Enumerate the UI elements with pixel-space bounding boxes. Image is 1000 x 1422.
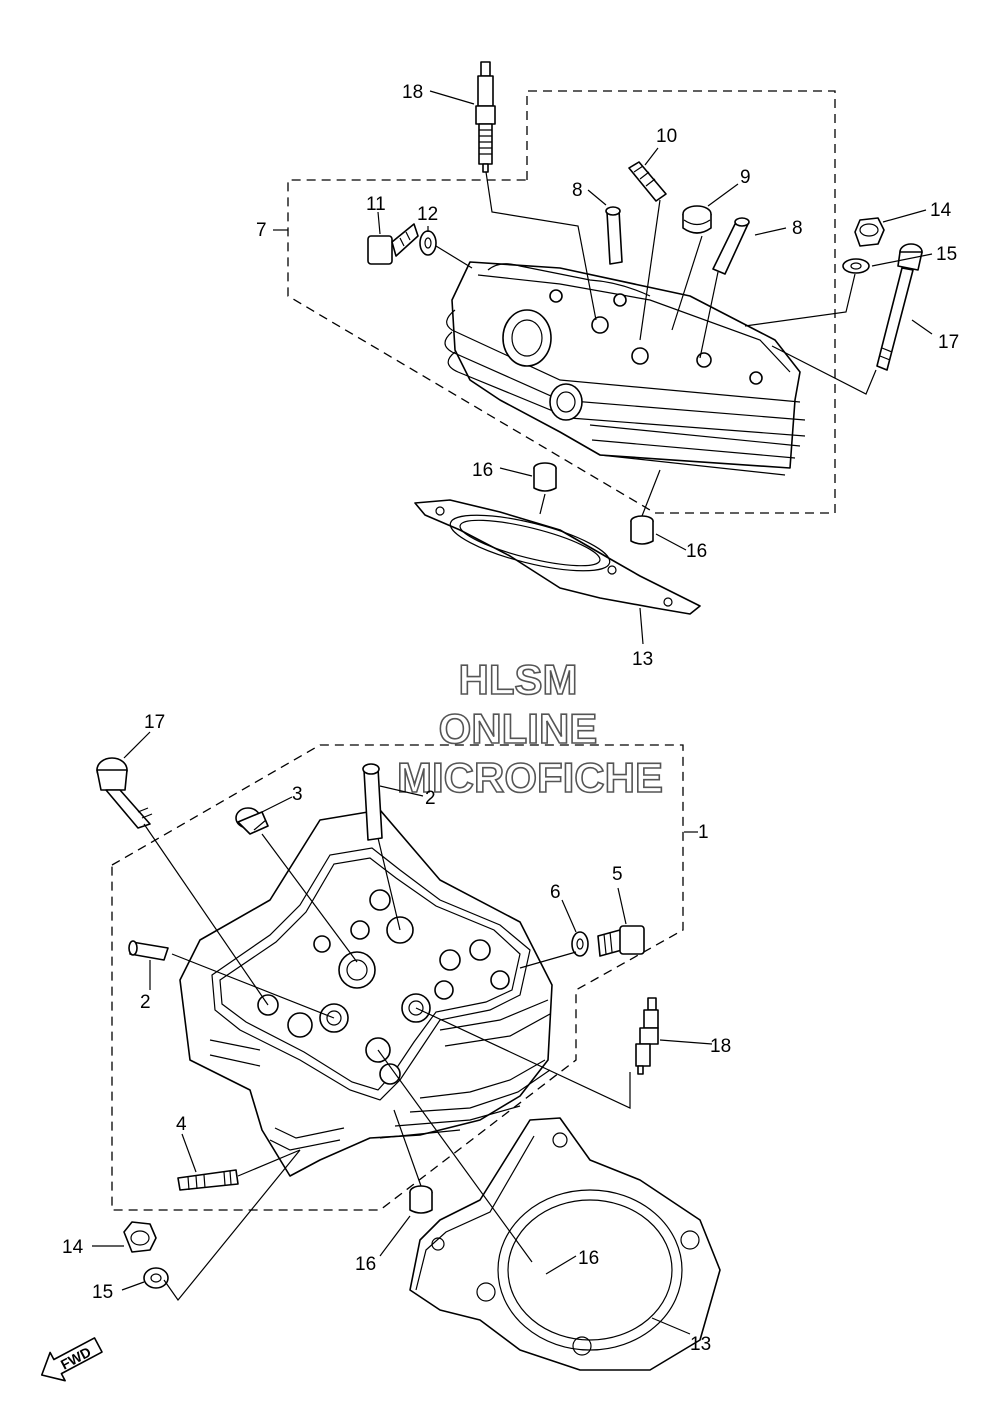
head-gasket-bottom (409, 1117, 721, 1371)
callout-12-top: 12 (417, 204, 438, 225)
watermark-line-3: MICROFICHE (397, 754, 663, 801)
callout-15-bottom: 15 (92, 1282, 113, 1303)
callout-13-bottom: 13 (690, 1334, 711, 1355)
dowel-pin-2-left (128, 940, 169, 961)
callout-5-bottom: 5 (612, 864, 623, 885)
callout-2a-bottom: 2 (425, 788, 436, 809)
callout-11-top: 11 (366, 194, 386, 215)
bottom-leader-lines (92, 731, 713, 1335)
callout-15-top: 15 (936, 244, 957, 265)
dowel-16-top-b (630, 515, 654, 545)
nut-14-bottom (123, 1221, 157, 1253)
callout-10-top: 10 (656, 126, 677, 147)
plug-9 (682, 205, 712, 234)
bolt-17-bottom (96, 757, 153, 829)
callout-14-bottom: 14 (62, 1237, 84, 1258)
nut-14-top (854, 217, 885, 247)
callout-16b-bottom: 16 (578, 1248, 599, 1269)
dowel-pin-8a (605, 206, 623, 265)
callout-8a-top: 8 (572, 180, 583, 201)
bolt-5 (597, 925, 645, 957)
watermark: HLSM ONLINE MICROFICHE (396, 655, 664, 802)
callout-18-bottom: 18 (710, 1036, 731, 1057)
callout-13-top: 13 (632, 649, 653, 670)
spark-plug-bottom (635, 997, 659, 1075)
bolt-11 (367, 223, 419, 265)
head-gasket-top (414, 499, 701, 615)
callout-7-top: 7 (256, 220, 267, 241)
spark-plug-top (475, 61, 496, 173)
callout-9-top: 9 (740, 167, 751, 188)
dowel-16-bottom-a (409, 1185, 433, 1214)
dowel-16-top-a (533, 462, 557, 492)
washer-12 (419, 230, 437, 256)
watermark-line-1: HLSM (459, 656, 578, 703)
top-leader-lines (273, 90, 933, 645)
washer-6 (571, 931, 589, 957)
callout-16a-bottom: 16 (355, 1254, 376, 1275)
callout-4-bottom: 4 (176, 1114, 187, 1135)
callout-8b-top: 8 (792, 218, 803, 239)
top-assembly: 18 10 9 8 8 7 11 12 14 15 17 16 16 13 (256, 61, 959, 670)
assembly-1-boundary (111, 744, 684, 1211)
washer-15-top (842, 258, 870, 274)
dowel-pin-2-top (362, 763, 383, 841)
bolt-17-top (876, 243, 923, 371)
bottom-assembly: FWD (40, 712, 731, 1382)
callout-16b-top: 16 (686, 541, 707, 562)
watermark-line-2: ONLINE (439, 705, 598, 752)
callout-14-top: 14 (930, 200, 952, 221)
stud-10 (628, 161, 667, 202)
callout-6-bottom: 6 (550, 882, 561, 903)
callout-17-top: 17 (938, 332, 959, 353)
dowel-pin-8b (712, 217, 750, 275)
callout-3-bottom: 3 (292, 784, 303, 805)
fwd-arrow: FWD (40, 1337, 103, 1382)
callout-2b-bottom: 2 (140, 992, 151, 1013)
rear-cylinder-head (444, 261, 806, 476)
callout-16a-top: 16 (472, 460, 493, 481)
washer-15-bottom (143, 1267, 169, 1289)
assembly-7-boundary (287, 90, 836, 514)
stud-4 (177, 1169, 239, 1191)
plug-3 (235, 807, 269, 835)
callout-17-bottom: 17 (144, 712, 165, 733)
callout-1-bottom: 1 (698, 822, 709, 843)
callout-18-top: 18 (402, 82, 423, 103)
